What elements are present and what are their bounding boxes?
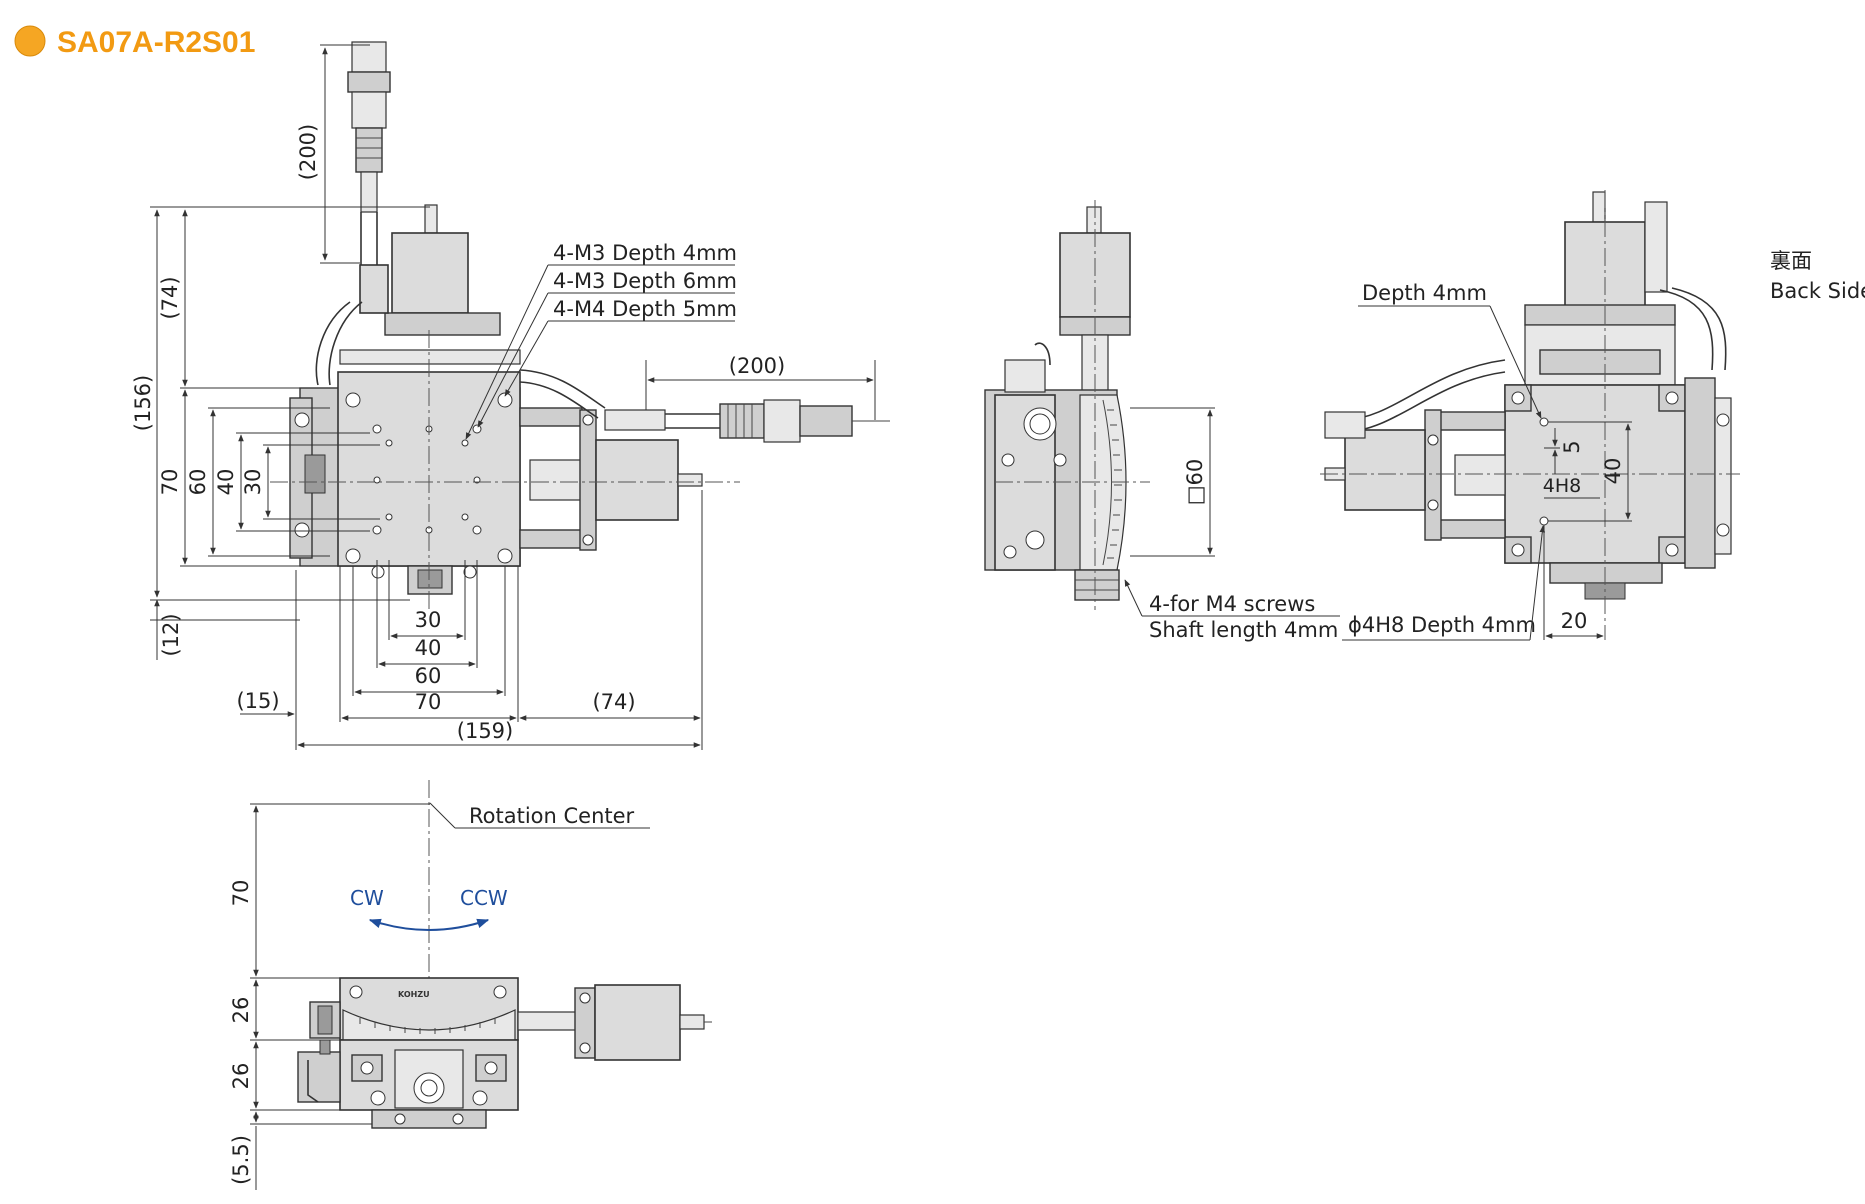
svg-text:70: 70 (158, 469, 182, 496)
svg-text:(15): (15) (236, 689, 279, 713)
bullet-dot-icon (14, 25, 46, 57)
svg-text:30: 30 (241, 469, 265, 496)
svg-text:(200): (200) (729, 354, 785, 378)
motor-right (595, 439, 679, 521)
back-label-jp: 裏面 (1770, 249, 1812, 273)
svg-text:5: 5 (1560, 440, 1584, 453)
svg-text:(74): (74) (158, 276, 182, 319)
svg-text:40: 40 (214, 469, 238, 496)
svg-text:26: 26 (229, 1063, 253, 1090)
cw-label: CW (350, 886, 384, 910)
svg-text:30: 30 (415, 608, 442, 632)
back-label-en: Back Side (1770, 279, 1865, 303)
svg-text:(74): (74) (592, 690, 635, 714)
svg-text:60: 60 (415, 664, 442, 688)
callout-m4-depth5: 4-M4 Depth 5mm (553, 297, 737, 321)
svg-text:(5.5): (5.5) (229, 1135, 253, 1185)
brand-kohzu: KOHZU (398, 990, 430, 999)
callout-m3-depth6: 4-M3 Depth 6mm (553, 269, 737, 293)
front-vertical-dims: (200) (74) (156) 70 60 40 30 (12) (131, 44, 430, 660)
svg-text:40: 40 (415, 636, 442, 660)
svg-text:(12): (12) (159, 613, 183, 656)
svg-text:60: 60 (186, 469, 210, 496)
callout-m3-depth4: 4-M3 Depth 4mm (553, 241, 737, 265)
svg-text:(200): (200) (296, 124, 320, 180)
svg-text:Depth 4mm: Depth 4mm (1362, 281, 1487, 305)
connector-top (351, 41, 387, 73)
front-horizontal-dims: 30 40 60 70 (15) (74) (159) (200) (236, 354, 876, 750)
front-callouts: 4-M3 Depth 4mm 4-M3 Depth 6mm 4-M4 Depth… (465, 241, 737, 440)
back-left-motor (1344, 429, 1426, 511)
svg-text:26: 26 (229, 997, 253, 1024)
svg-text:70: 70 (229, 880, 253, 907)
side-view: □60 4-for M4 screws Shaft length 4mm (984, 200, 1340, 642)
motor-top (391, 232, 469, 314)
bottom-motor (594, 984, 681, 1061)
rotary-scale-ticks (359, 1018, 496, 1034)
back-view: 裏面 Back Side (1320, 190, 1865, 641)
svg-text:4H8: 4H8 (1543, 475, 1581, 497)
ccw-label: CCW (460, 886, 508, 910)
svg-text:20: 20 (1561, 609, 1588, 633)
title-block: SA07A-R2S01 (14, 25, 255, 59)
model-title: SA07A-R2S01 (57, 26, 255, 59)
rotation-center-label: Rotation Center (469, 804, 635, 828)
svg-text:4-for M4 screws: 4-for M4 screws (1149, 592, 1315, 616)
bottom-view: Rotation Center CW CCW KOHZU (229, 780, 712, 1190)
rotation-arrow-icon (368, 918, 490, 931)
svg-text:Shaft length 4mm: Shaft length 4mm (1149, 618, 1338, 642)
svg-text:40: 40 (1601, 458, 1625, 485)
front-view: (200) (74) (156) 70 60 40 30 (12) (131, 41, 890, 750)
svg-text:ϕ4H8 Depth 4mm: ϕ4H8 Depth 4mm (1348, 613, 1536, 637)
side-scale-ticks (1107, 409, 1122, 559)
svg-text:(159): (159) (457, 719, 513, 743)
svg-text:70: 70 (415, 690, 442, 714)
side-square-dim: □60 (1183, 459, 1207, 506)
svg-text:(156): (156) (131, 375, 155, 431)
